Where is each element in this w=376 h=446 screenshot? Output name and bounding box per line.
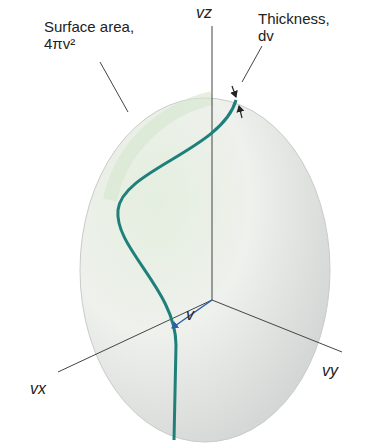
axis-label: vz [196,4,212,21]
thickness-label: Thickness, dv [258,10,338,44]
vector-label: v [186,306,194,323]
axis-label: vx [30,380,46,397]
axis-label: vy [322,362,338,379]
surface-area-label: Surface area, 4πv² [44,18,144,52]
